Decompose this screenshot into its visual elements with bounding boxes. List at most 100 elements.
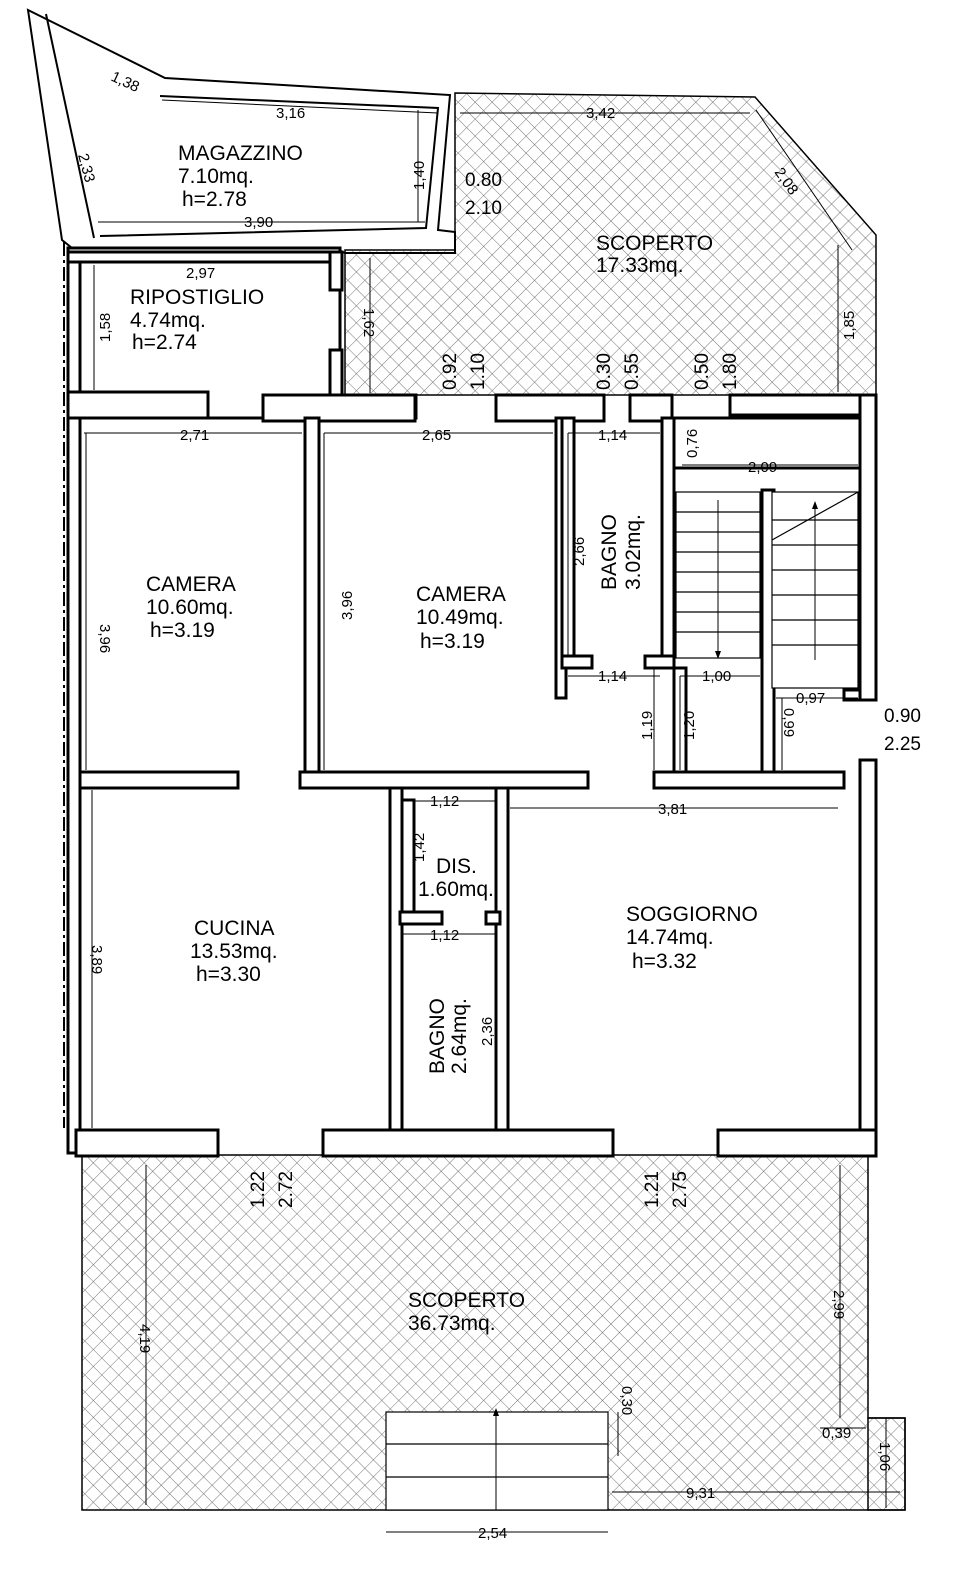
dim-label: 2.72 [276,1171,297,1208]
cucina-name: CUCINA [194,917,275,940]
dim-label: 2,33 [74,152,98,185]
dim-label: 2,36 [479,1017,496,1046]
camera1-height: h=3.19 [150,619,215,642]
mid-wall-a [78,770,240,790]
ripostiglio-right-wall-a [328,250,344,292]
dim-label: 0,39 [822,1425,851,1442]
dis-inner [400,798,416,914]
ripostiglio-area: 4.74mq. [130,309,206,332]
bagno1-right-wall [660,416,676,668]
scoperto-bottom-area-label: 36.73mq. [408,1312,496,1335]
cupboard-inner [680,420,858,464]
camera-partition [303,416,321,776]
wall-seg [66,390,210,420]
right-outer-wall-a [858,393,878,702]
dim-label: 1.10 [468,353,489,390]
dim-label: 2.10 [465,198,502,219]
bagno2-area: 2.64mq. [448,998,471,1074]
dim-label: 0.90 [884,706,921,727]
dim-label: 2,65 [422,427,451,444]
dim-label: 3,42 [586,105,615,122]
camera1-area: 10.60mq. [146,596,234,619]
dim-label: 2,66 [571,537,588,566]
camera1-name: CAMERA [146,573,236,596]
soggiorno-area: 14.74mq. [626,926,714,949]
scoperto-top-name: SCOPERTO [596,232,713,255]
dim-label: 9,31 [686,1485,715,1502]
dim-label: 3,81 [658,801,687,818]
ripostiglio-height: h=2.74 [132,331,197,354]
dis-area: 1.60mq. [418,878,494,901]
dim-label: 1,14 [598,668,627,685]
mid-wall-b [298,770,590,790]
dim-label: 2,97 [186,265,215,282]
bagno1-name: BAGNO [598,514,621,590]
camera2-name: CAMERA [416,583,506,606]
dim-label: 0,99 [780,708,797,737]
cucina-area: 13.53mq. [190,940,278,963]
outdoor-steps [385,1411,609,1511]
mid-wall-c [652,770,846,790]
dim-label: 2,54 [478,1525,507,1542]
dis-name: DIS. [436,855,477,878]
wall-seg [494,393,606,423]
scoperto-top-area-label: 17.33mq. [596,254,684,277]
dim-label: 4,19 [136,1324,153,1353]
dimension-lines [80,99,900,1533]
dimension-labels: 1,38 2,33 3,16 3,42 1,40 0.80 2.10 3,90 … [74,68,921,1542]
magazzino-inner-wall [99,95,440,237]
wall-seg [261,393,417,423]
bagno2-name: BAGNO [426,998,449,1074]
ripostiglio-right-wall-b [328,348,344,397]
left-outer-wall [66,416,82,1155]
dim-label: 1.80 [720,353,741,390]
magazzino-wall-left [45,13,95,239]
bagno1-bottom-b [643,654,676,670]
dim-label: 0.92 [440,353,461,390]
magazzino-name: MAGAZZINO [178,142,303,165]
dis-bottom-a [398,910,444,926]
dim-label: 3,16 [276,105,305,122]
bottom-wall-c [716,1128,878,1158]
wall-seg [728,393,878,417]
soggiorno-name: SOGGIORNO [626,903,758,926]
soggiorno-height: h=3.32 [632,950,697,973]
stair-right-ledge [842,688,862,702]
dim-label: 1,62 [360,308,377,337]
dim-label: 3,96 [96,624,113,653]
ripostiglio-left-wall [66,250,82,394]
dim-label: 1,42 [411,833,428,862]
dim-label: 1,14 [598,427,627,444]
dim-label: 1,00 [702,668,731,685]
dim-label: 1,85 [841,311,858,340]
dim-label: 1,12 [430,927,459,944]
dim-label: 0.50 [692,353,713,390]
dim-label: 3,96 [339,591,356,620]
dim-label: 2,09 [748,459,777,476]
dim-label: 3,90 [244,214,273,231]
cucina-height: h=3.30 [196,963,261,986]
ripostiglio-name: RIPOSTIGLIO [130,286,264,309]
dim-label: 0.30 [594,353,615,390]
dim-label: 1,06 [876,1442,893,1471]
dim-label: 1.21 [642,1171,663,1208]
dis-left-wall [388,786,404,1132]
camera2-height: h=3.19 [420,630,485,653]
magazzino-outline [26,8,456,254]
bottom-wall-a [74,1128,220,1158]
dim-label: 2,99 [830,1290,847,1319]
dim-label: 1,58 [97,313,114,342]
dis-bottom-b [484,910,502,926]
dim-label: 2.75 [670,1171,691,1208]
dim-label: 2.25 [884,734,921,755]
dim-label: 0,76 [684,429,701,458]
dim-label: 3,89 [88,945,105,974]
dim-label: 1,19 [639,711,656,740]
dim-label: 0,30 [618,1386,635,1415]
dim-label: 1,38 [108,68,142,96]
dim-label: 1.22 [248,1171,269,1208]
bagno1-bottom-a [560,654,594,670]
bottom-wall-b [321,1128,615,1158]
scoperto-top-area [344,92,877,396]
